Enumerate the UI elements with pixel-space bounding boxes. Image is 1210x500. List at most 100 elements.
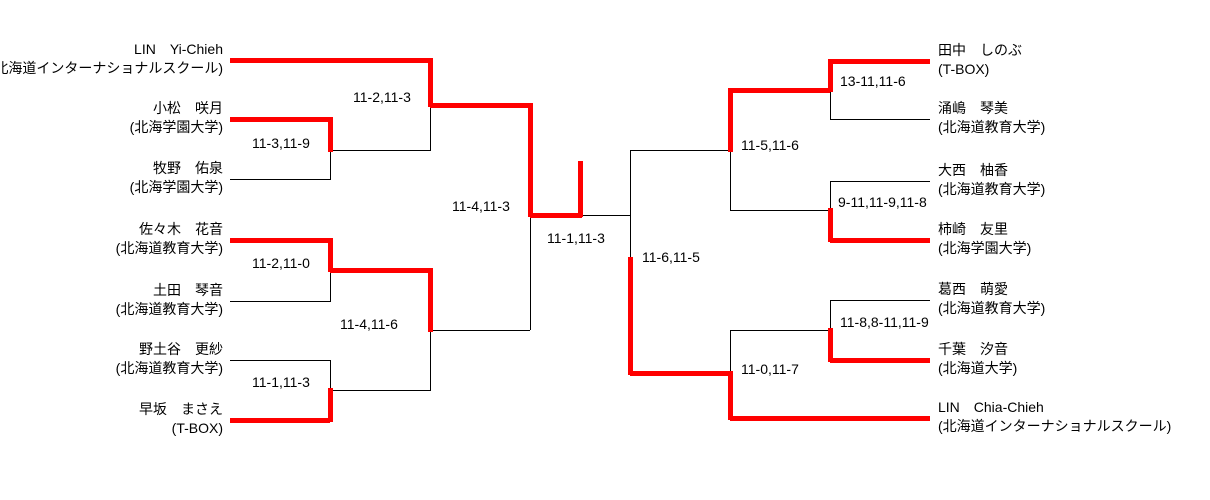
player-name: 土田 琴音 [153, 282, 223, 298]
player-affiliation: (北海道大学) [938, 360, 1018, 376]
player-block-right-6: 千葉 汐音 (北海道大学) [938, 340, 1017, 378]
bracket-line [730, 330, 731, 374]
winner-path-line [630, 371, 730, 376]
player-name: 千葉 汐音 [938, 341, 1008, 357]
bracket-line [830, 300, 930, 301]
match-score-right-r2-m2: 11-0,11-7 [741, 361, 799, 377]
player-affiliation: (北海道教育大学) [938, 300, 1046, 316]
player-name: 早坂 まさえ [139, 401, 223, 417]
bracket-line [830, 90, 831, 120]
bracket-line [330, 360, 331, 391]
player-name: 牧野 佑泉 [153, 160, 223, 176]
winner-path-line [528, 103, 533, 217]
winner-path-line [430, 103, 530, 108]
bracket-line [230, 179, 330, 180]
match-score-right-r1-m2: 9-11,11-9,11-8 [838, 194, 927, 210]
player-affiliation: (北海学園大学) [129, 119, 223, 135]
player-name: 佐々木 花音 [139, 221, 223, 237]
player-name: 野土谷 更紗 [139, 341, 223, 357]
match-score-right-r1-m3: 11-8,8-11,11-9 [840, 314, 929, 330]
bracket-line [630, 150, 730, 151]
winner-path-line [328, 238, 333, 272]
bracket-line [830, 181, 930, 182]
winner-path-line [728, 371, 733, 420]
player-block-left-4: 佐々木 花音 (北海道教育大学) [116, 220, 223, 258]
player-affiliation: (北海道教育大学) [115, 240, 223, 256]
player-affiliation: (北海道インターナショナルスクール) [938, 418, 1172, 434]
winner-path-line [830, 59, 930, 64]
player-block-left-5: 土田 琴音 (北海道教育大学) [116, 281, 223, 319]
player-name: LIN Chia-Chieh [938, 399, 1044, 415]
bracket-line [830, 181, 831, 211]
player-name: 田中 しのぶ [938, 42, 1022, 58]
player-block-left-7: 早坂 まさえ (T-BOX) [139, 400, 223, 438]
winner-path-line [728, 88, 733, 152]
bracket-line [730, 330, 830, 331]
player-affiliation: (北海道教育大学) [115, 301, 223, 317]
player-block-right-1: 田中 しのぶ (T-BOX) [938, 41, 1022, 79]
player-block-right-2: 涌嶋 琴美 (北海道教育大学) [938, 99, 1045, 137]
player-block-right-7: LIN Chia-Chieh (北海道インターナショナルスクール) [938, 398, 1171, 436]
bracket-line [582, 215, 630, 216]
player-block-left-2: 小松 咲月 (北海学園大学) [130, 99, 223, 137]
bracket-line [730, 210, 830, 211]
bracket-line [830, 300, 831, 331]
bracket-line [430, 330, 530, 331]
winner-path-line [230, 418, 330, 423]
match-score-left-r1-m1: 11-3,11-9 [252, 135, 310, 151]
bracket-line [530, 215, 531, 330]
match-score-left-r1-m3: 11-1,11-3 [252, 374, 310, 390]
player-block-left-6: 野土谷 更紗 (北海道教育大学) [116, 340, 223, 378]
player-name: 小松 咲月 [153, 100, 223, 116]
bracket-line [630, 150, 631, 259]
winner-path-line [328, 388, 333, 422]
match-score-left-semifinal: 11-4,11-3 [452, 198, 510, 214]
bracket-line [830, 119, 930, 120]
winner-path-line [828, 208, 833, 242]
champion-winner-stub [578, 161, 583, 217]
match-score-right-r2-m1: 11-5,11-6 [741, 137, 799, 153]
winner-path-line [230, 117, 330, 122]
player-block-left-3: 牧野 佑泉 (北海学園大学) [130, 159, 223, 197]
player-block-right-5: 葛西 萌愛 (北海道教育大学) [938, 280, 1045, 318]
match-score-final: 11-1,11-3 [547, 230, 605, 246]
winner-path-line [628, 257, 633, 375]
player-affiliation: (北海道インターナショナルスクール) [0, 60, 223, 76]
winner-path-line [730, 88, 830, 93]
winner-path-line [328, 117, 333, 152]
match-score-left-r1-m2: 11-2,11-0 [252, 255, 310, 271]
bracket-line [430, 330, 431, 391]
bracket-line [330, 270, 331, 302]
winner-path-line [828, 328, 833, 362]
player-affiliation: (北海道教育大学) [938, 119, 1046, 135]
winner-path-line [230, 58, 430, 63]
bracket-line [430, 105, 431, 151]
match-score-left-r2-m2: 11-4,11-6 [340, 316, 398, 332]
winner-path-line [428, 58, 433, 107]
player-affiliation: (T-BOX) [938, 61, 990, 77]
winner-path-line [828, 59, 833, 92]
player-block-left-1: LIN Yi-Chieh (北海道インターナショナルスクール) [0, 40, 223, 78]
bracket-line [230, 360, 330, 361]
winner-path-line [830, 238, 930, 243]
player-name: 葛西 萌愛 [938, 281, 1008, 297]
bracket-line [230, 301, 330, 302]
winner-path-line [230, 238, 330, 243]
bracket-line [730, 150, 731, 211]
player-name: LIN Yi-Chieh [134, 41, 223, 57]
player-affiliation: (北海学園大学) [938, 240, 1032, 256]
player-name: 涌嶋 琴美 [938, 100, 1008, 116]
player-affiliation: (北海道教育大学) [938, 181, 1046, 197]
bracket-line [330, 390, 430, 391]
player-affiliation: (T-BOX) [171, 420, 223, 436]
player-name: 大西 柚香 [938, 162, 1008, 178]
winner-path-line [330, 268, 430, 273]
player-affiliation: (北海道教育大学) [115, 360, 223, 376]
winner-path-line [530, 213, 582, 218]
winner-path-line [730, 416, 930, 421]
match-score-right-semifinal: 11-6,11-5 [642, 249, 700, 265]
match-score-left-r2-m1: 11-2,11-3 [353, 89, 411, 105]
match-score-right-r1-m1: 13-11,11-6 [840, 73, 906, 89]
bracket-line [330, 150, 331, 180]
